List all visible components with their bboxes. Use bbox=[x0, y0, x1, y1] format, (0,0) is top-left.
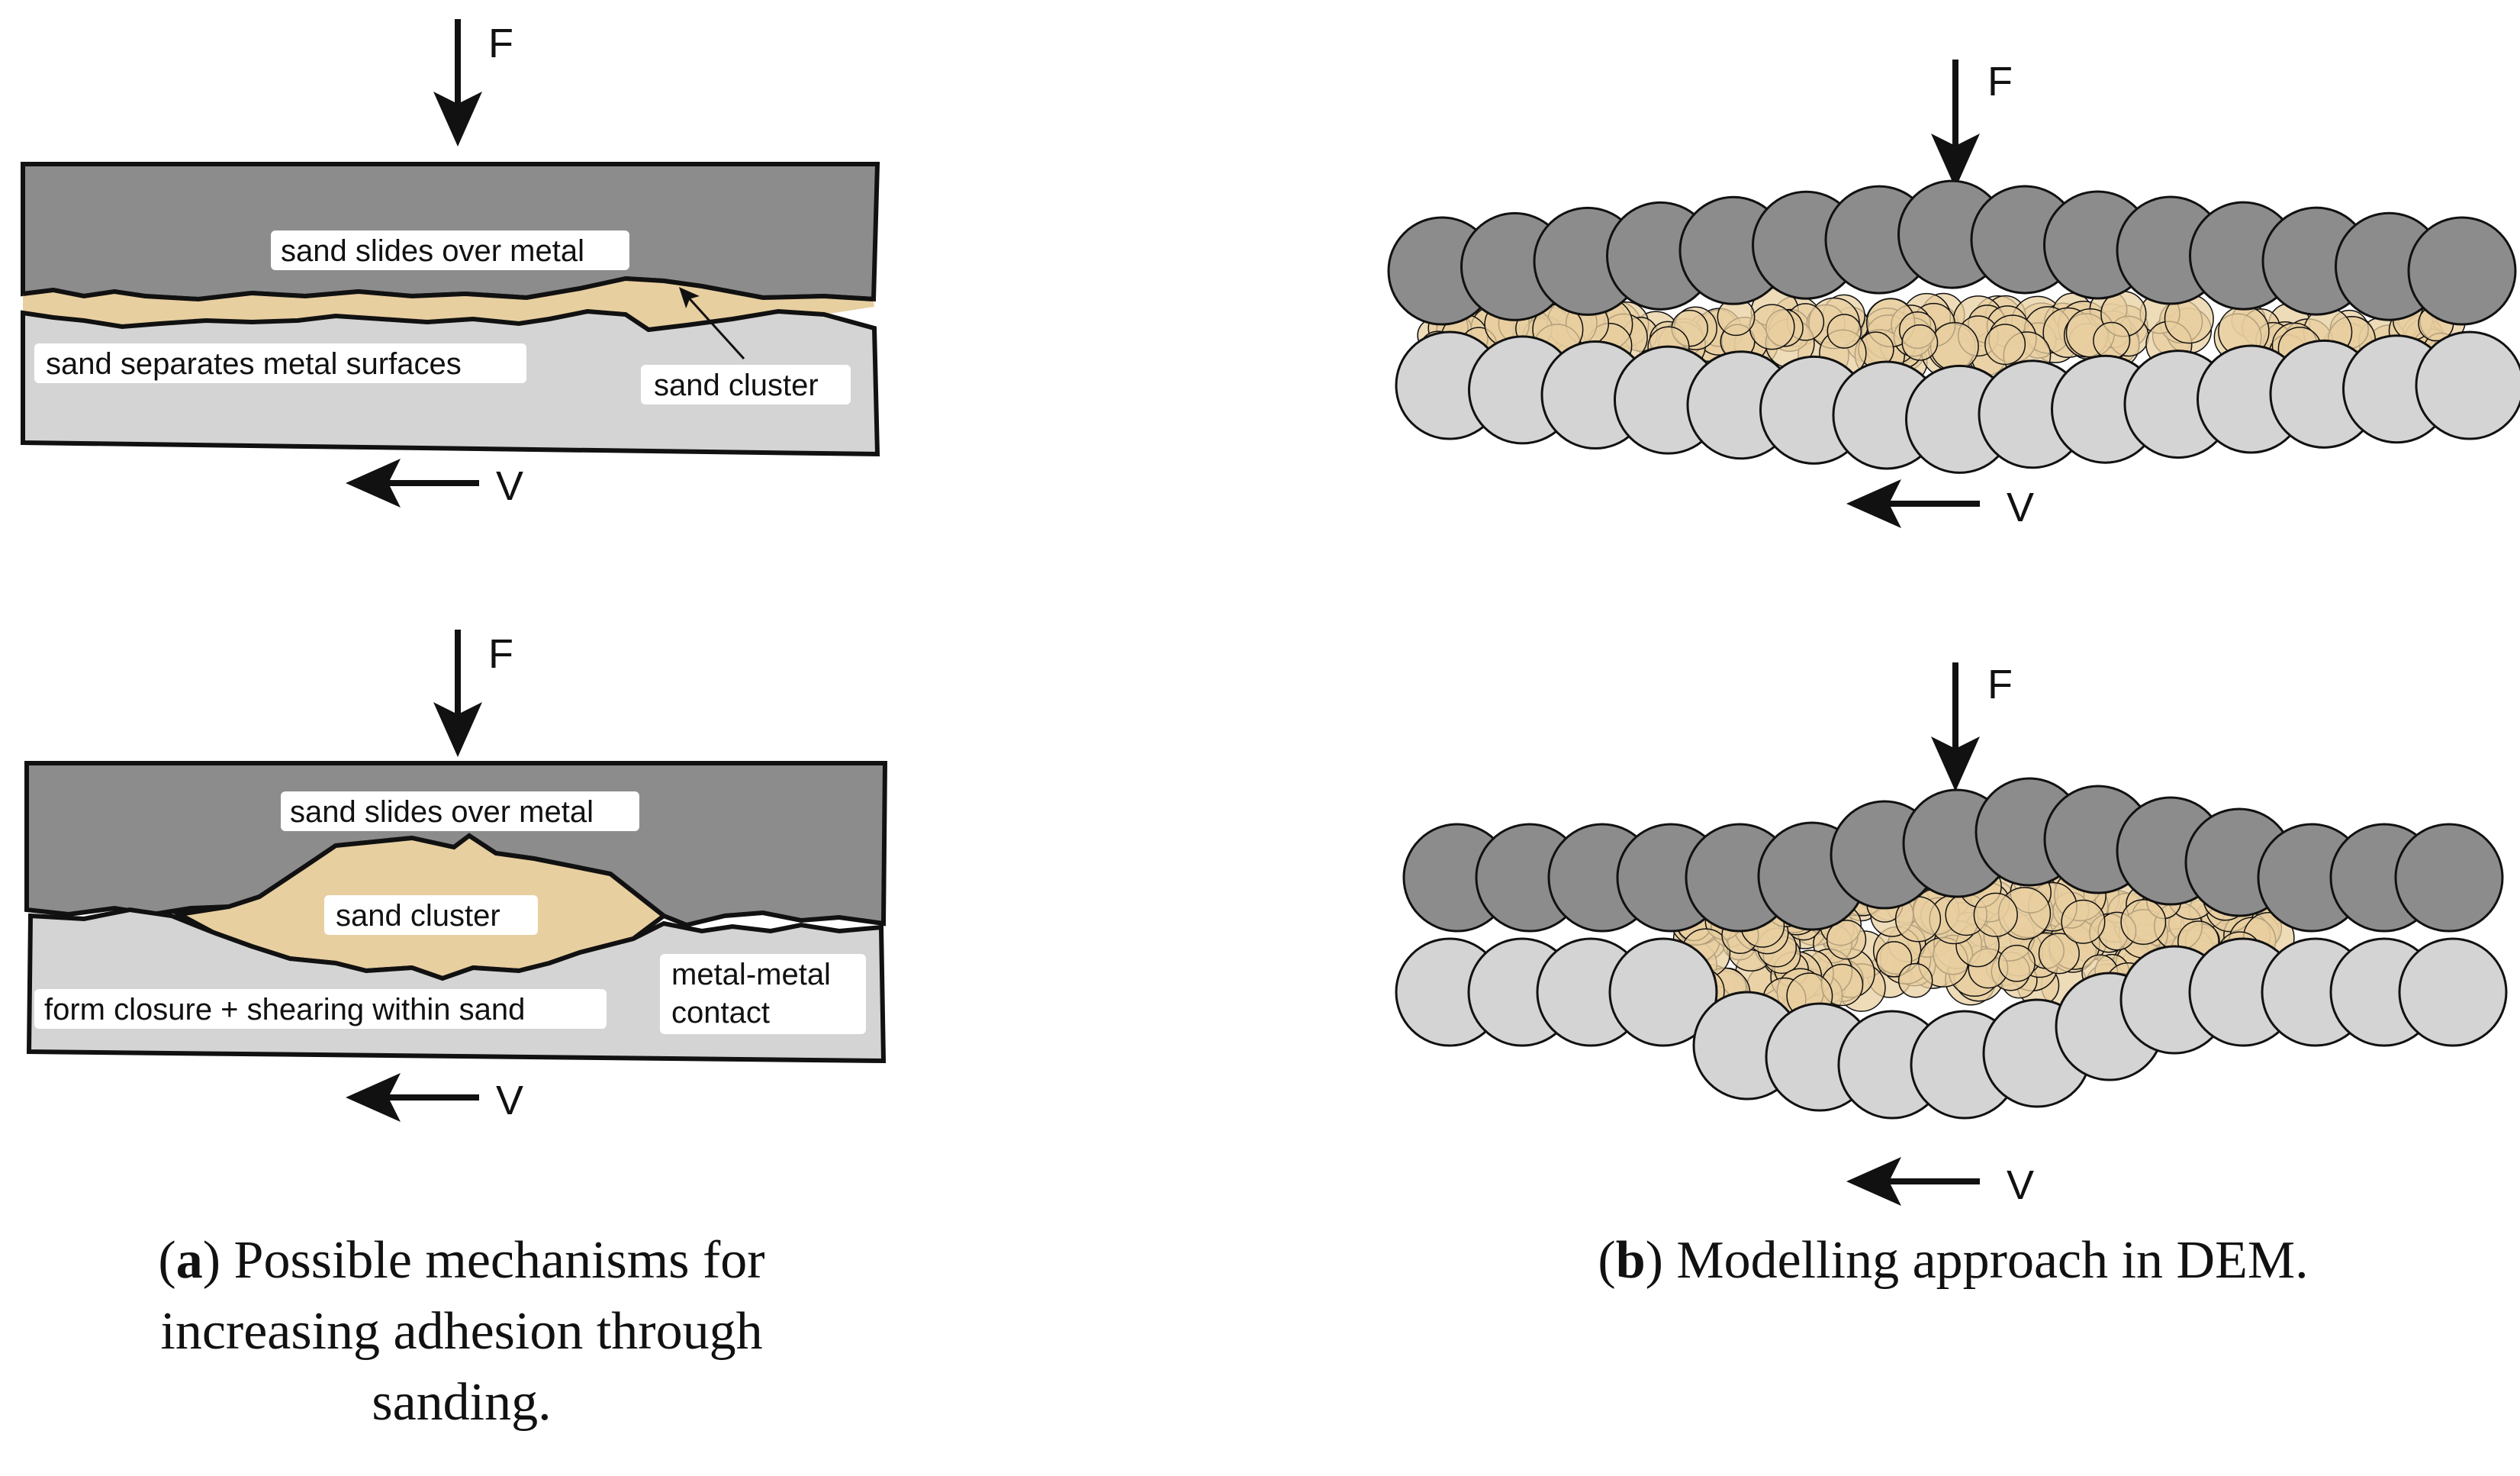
upper-metal-particle bbox=[2394, 823, 2504, 933]
label-box bbox=[324, 895, 538, 935]
label-box bbox=[641, 365, 851, 404]
label-form-closure: form closure + shearing within sand bbox=[44, 993, 525, 1026]
sand-particle bbox=[1984, 324, 2026, 366]
label-sand-cluster: sand cluster bbox=[336, 899, 500, 933]
sand-particle bbox=[1826, 920, 1867, 960]
caption-a-text: ) Possible mechanisms for increasing adh… bbox=[160, 1231, 765, 1432]
velocity-label: V bbox=[2007, 485, 2034, 530]
upper-metal-particle bbox=[2407, 216, 2517, 326]
label-box bbox=[271, 230, 629, 270]
label-box bbox=[34, 343, 526, 383]
panel-b-top: F V bbox=[1387, 59, 2520, 530]
sand-particle bbox=[1973, 892, 2018, 937]
label-box bbox=[34, 989, 607, 1029]
label-sand-cluster: sand cluster bbox=[654, 369, 819, 402]
sand-particle bbox=[2093, 321, 2131, 359]
sand-particle bbox=[2038, 933, 2080, 975]
sand-particle bbox=[1998, 944, 2036, 982]
velocity-label: V bbox=[496, 463, 523, 509]
upper-metal-particles bbox=[1402, 777, 2504, 933]
lower-metal-particle bbox=[2415, 330, 2520, 440]
caption-b: (b) Modelling approach in DEM. bbox=[1598, 1231, 2309, 1290]
caption-a-letter: a bbox=[175, 1231, 203, 1290]
lower-metal-particles bbox=[1395, 937, 2508, 1120]
velocity-label: V bbox=[2007, 1162, 2034, 1208]
cluster-pointer-arrow bbox=[678, 287, 745, 360]
velocity-label: V bbox=[496, 1078, 523, 1123]
caption-b-text: ) Modelling approach in DEM. bbox=[1645, 1231, 2309, 1290]
sand-particle bbox=[1875, 941, 1913, 978]
label-box bbox=[660, 954, 866, 1034]
force-label: F bbox=[488, 631, 513, 677]
lower-metal-particle bbox=[2398, 937, 2508, 1047]
label-contact: contact bbox=[671, 996, 770, 1030]
label-sand-slides: sand slides over metal bbox=[281, 234, 584, 268]
force-label: F bbox=[1987, 59, 2013, 105]
lower-metal-particles bbox=[1395, 330, 2520, 474]
label-sand-slides: sand slides over metal bbox=[290, 795, 594, 829]
force-label: F bbox=[1987, 662, 2013, 707]
sand-particle bbox=[2120, 899, 2167, 946]
sand-particle bbox=[1826, 314, 1862, 349]
caption-a: (a) Possible mechanisms for increasing a… bbox=[158, 1231, 765, 1432]
label-sand-separates: sand separates metal surfaces bbox=[46, 347, 462, 381]
upper-metal-particles bbox=[1387, 179, 2517, 326]
sand-particle bbox=[1929, 322, 1979, 372]
panel-a-top: F sand slides over metal sand separates … bbox=[21, 19, 880, 509]
sand-layer bbox=[23, 279, 874, 330]
sand-particle bbox=[1901, 324, 1939, 361]
panel-a-bottom: F sand slides over metal sand cluster fo… bbox=[24, 630, 888, 1123]
caption-b-letter: b bbox=[1615, 1231, 1646, 1290]
label-box bbox=[281, 791, 639, 831]
force-label: F bbox=[488, 21, 513, 66]
upper-interface-line bbox=[22, 276, 874, 302]
sand-particle bbox=[1897, 962, 1933, 998]
lower-metal-particle bbox=[1608, 937, 1718, 1047]
panel-b-bottom: F V bbox=[1395, 662, 2508, 1208]
sand-particle bbox=[2061, 899, 2106, 944]
label-metal-metal: metal-metal bbox=[671, 958, 831, 991]
sand-particle bbox=[1749, 304, 1795, 350]
